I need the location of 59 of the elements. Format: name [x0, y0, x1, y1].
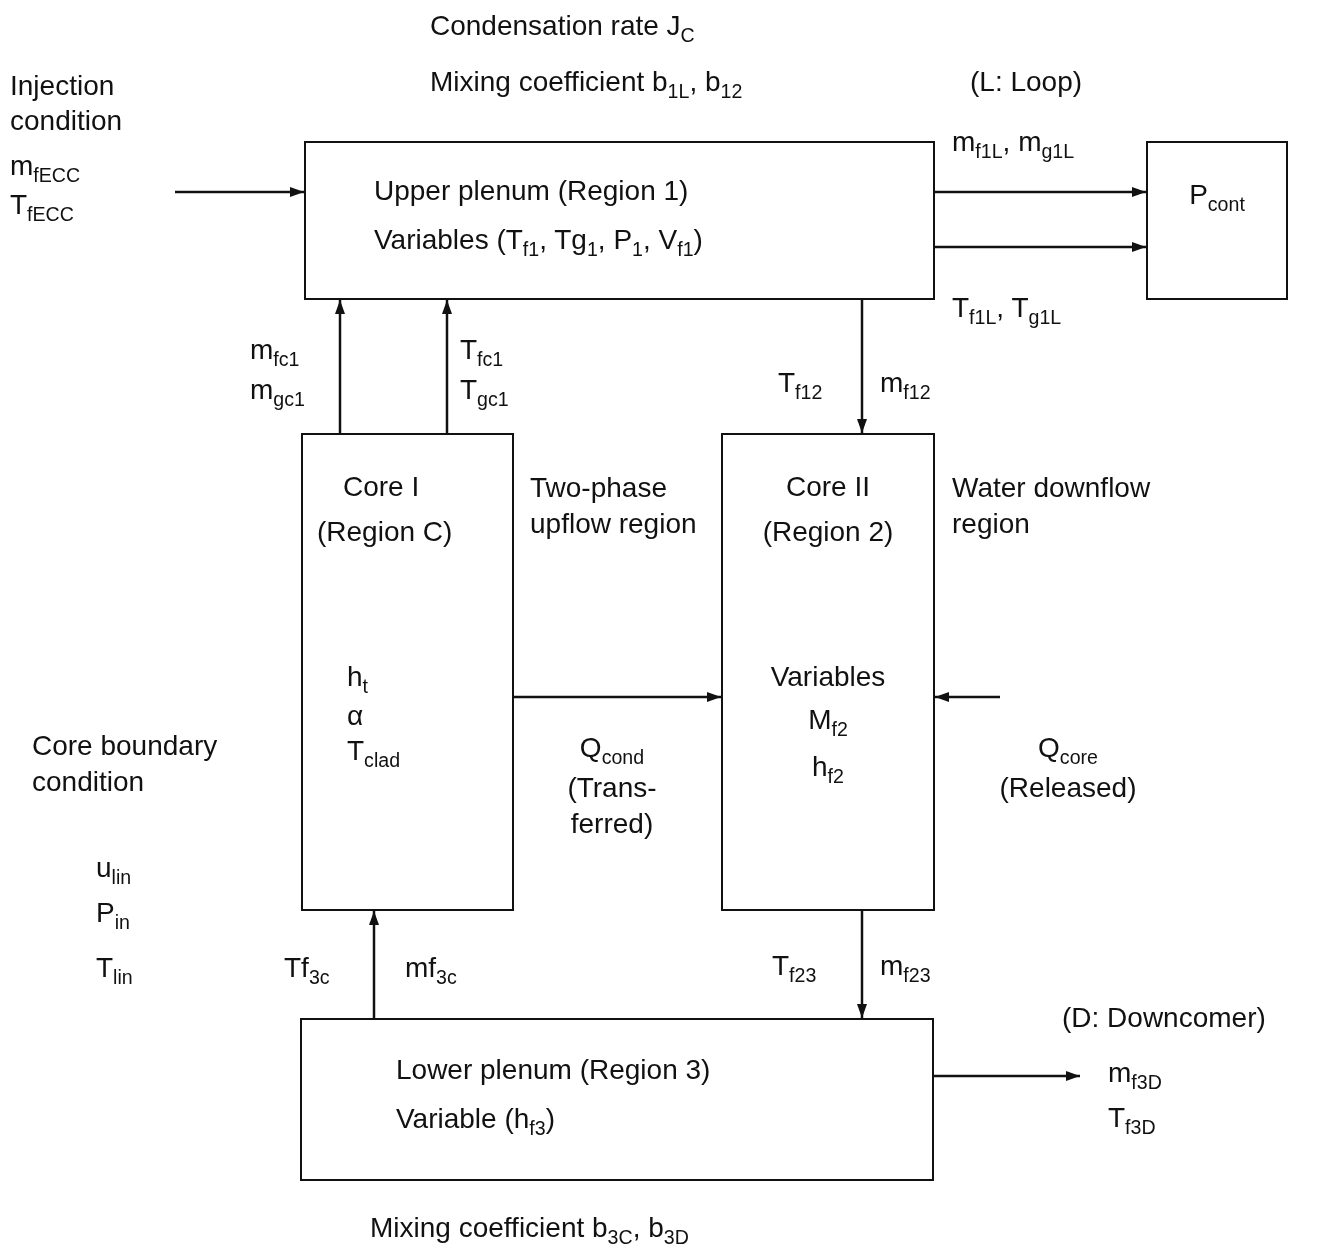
node-label: Variable (h$_{f3}$)	[396, 1102, 555, 1141]
arrow	[857, 911, 867, 1018]
node-label: m$_{f3D}$	[1108, 1056, 1162, 1095]
node-label: h$_{t}$	[347, 660, 369, 699]
edge-label: m$_{f1L}$, m$_{g1L}$	[952, 125, 1076, 164]
arrow	[934, 1071, 1080, 1081]
process-box	[1146, 141, 1288, 300]
node-label: (Region 2)	[762, 515, 894, 549]
arrow	[442, 300, 452, 433]
node-label: m$_{fECC}$	[10, 149, 81, 188]
annotation-text: T$_{f12}$	[778, 366, 824, 405]
annotation-text: Tf$_{3c}$	[284, 951, 331, 990]
node-label: P$_{cont}$	[1189, 178, 1245, 217]
node-label: T$_{clad}$	[347, 734, 401, 773]
arrow	[369, 911, 379, 1018]
arrow	[175, 187, 304, 197]
arrow	[335, 300, 345, 433]
edge-label: T$_{f1L}$, T$_{g1L}$	[952, 291, 1063, 330]
node-label: α	[347, 699, 364, 734]
node-label: M$_{f2}$	[808, 703, 848, 742]
annotation-text: Condensation rate J$_{C}$	[430, 9, 696, 48]
arrow	[935, 187, 1146, 197]
edge-label: Q$_{cond}$ (Trans- ferred)	[566, 731, 658, 842]
region-note: Water downflow region	[952, 471, 1152, 542]
process-box	[721, 433, 935, 911]
node-label: h$_{f2}$	[812, 750, 844, 789]
annotation-text: Mixing coefficient b$_{3C}$, b$_{3D}$	[370, 1211, 690, 1250]
process-box	[300, 1018, 934, 1181]
annotation-text: Mixing coefficient b$_{1L}$, b$_{12}$	[430, 65, 744, 104]
process-box	[304, 141, 935, 300]
edge-label: mf$_{3c}$	[405, 951, 458, 990]
node-label: Variables	[770, 660, 886, 694]
arrow	[935, 242, 1146, 252]
region-note: Two-phase upflow region	[530, 471, 698, 542]
node-label: (Region C)	[317, 515, 453, 549]
arrow	[935, 692, 1000, 702]
annotation-text: (D: Downcomer)	[1062, 1001, 1267, 1035]
node-label: Variables (T$_{f1}$, Tg$_{1}$, P$_{1}$, V$_{f1}$)	[374, 223, 703, 262]
process-box	[301, 433, 514, 911]
node-label: Core I	[343, 470, 420, 504]
annotation-text: u$_{lin}$	[96, 851, 133, 890]
edge-label: m$_{f12}$	[880, 366, 932, 405]
annotation-text: T$_{f23}$	[772, 949, 818, 988]
edge-label: Q$_{core}$ (Released)	[998, 731, 1138, 806]
node-label: Core II	[786, 470, 870, 504]
annotation-text: Core boundary condition	[32, 729, 219, 800]
arrow	[514, 692, 721, 702]
edge-label: m$_{f23}$	[880, 949, 932, 988]
node-label: Lower plenum (Region 3)	[396, 1053, 711, 1087]
arrow	[857, 300, 867, 433]
node-label: Injection condition	[10, 69, 124, 138]
annotation-text: (L: Loop)	[970, 65, 1084, 99]
node-label: T$_{f3D}$	[1108, 1101, 1156, 1140]
annotation-text: T$_{lin}$	[96, 951, 134, 990]
edge-label: m$_{fc1}$ m$_{gc1}$	[250, 333, 306, 412]
node-label: Upper plenum (Region 1)	[374, 174, 689, 208]
edge-label: T$_{fc1}$ T$_{gc1}$	[460, 333, 510, 412]
node-label: T$_{fECC}$	[10, 188, 74, 227]
annotation-text: P$_{in}$	[96, 896, 131, 935]
